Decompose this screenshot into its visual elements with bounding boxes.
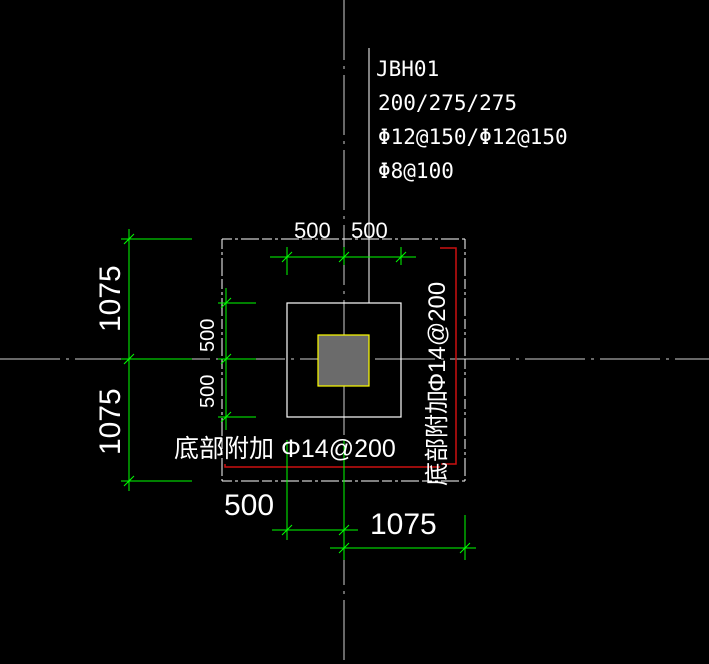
bottom-rebar-annotation: 底部附加 Φ14@200 bbox=[174, 435, 396, 463]
dim-top-right: 500 bbox=[351, 218, 388, 243]
rebar-annotations: 底部附加 Φ14@200 底部附加 Φ14@200 bbox=[174, 282, 451, 486]
dim-left-upper: 1075 bbox=[94, 265, 127, 332]
dim-bottom-left: 500 bbox=[224, 489, 274, 522]
rebar-lines bbox=[224, 247, 457, 468]
foundation-label-block: JBH01 200/275/275 Φ12@150/Φ12@150 Φ8@100 bbox=[376, 57, 568, 183]
column-section bbox=[317, 334, 370, 387]
right-rebar-line bbox=[440, 247, 457, 465]
dim-bottom-right: 1075 bbox=[370, 508, 437, 541]
pedestal-outline bbox=[286, 302, 402, 418]
rebar-main-spec: Φ12@150/Φ12@150 bbox=[378, 125, 568, 149]
foundation-id: JBH01 bbox=[376, 57, 439, 81]
right-rebar-annotation-text: 底部附加 bbox=[424, 390, 451, 486]
right-rebar-annotation-spec: Φ14@200 bbox=[424, 282, 451, 392]
rebar-stirrup-spec: Φ8@100 bbox=[378, 159, 454, 183]
dim-inner-upper: 500 bbox=[197, 319, 219, 352]
bottom-rebar-line bbox=[224, 464, 440, 468]
dim-inner-lower: 500 bbox=[197, 375, 219, 408]
foundation-thickness: 200/275/275 bbox=[378, 91, 517, 115]
dim-top-left: 500 bbox=[294, 218, 331, 243]
dimension-texts: 500 500 1075 1075 500 500 500 1075 bbox=[94, 218, 437, 541]
dim-left-lower: 1075 bbox=[94, 388, 127, 455]
dimension-lines bbox=[121, 229, 476, 560]
